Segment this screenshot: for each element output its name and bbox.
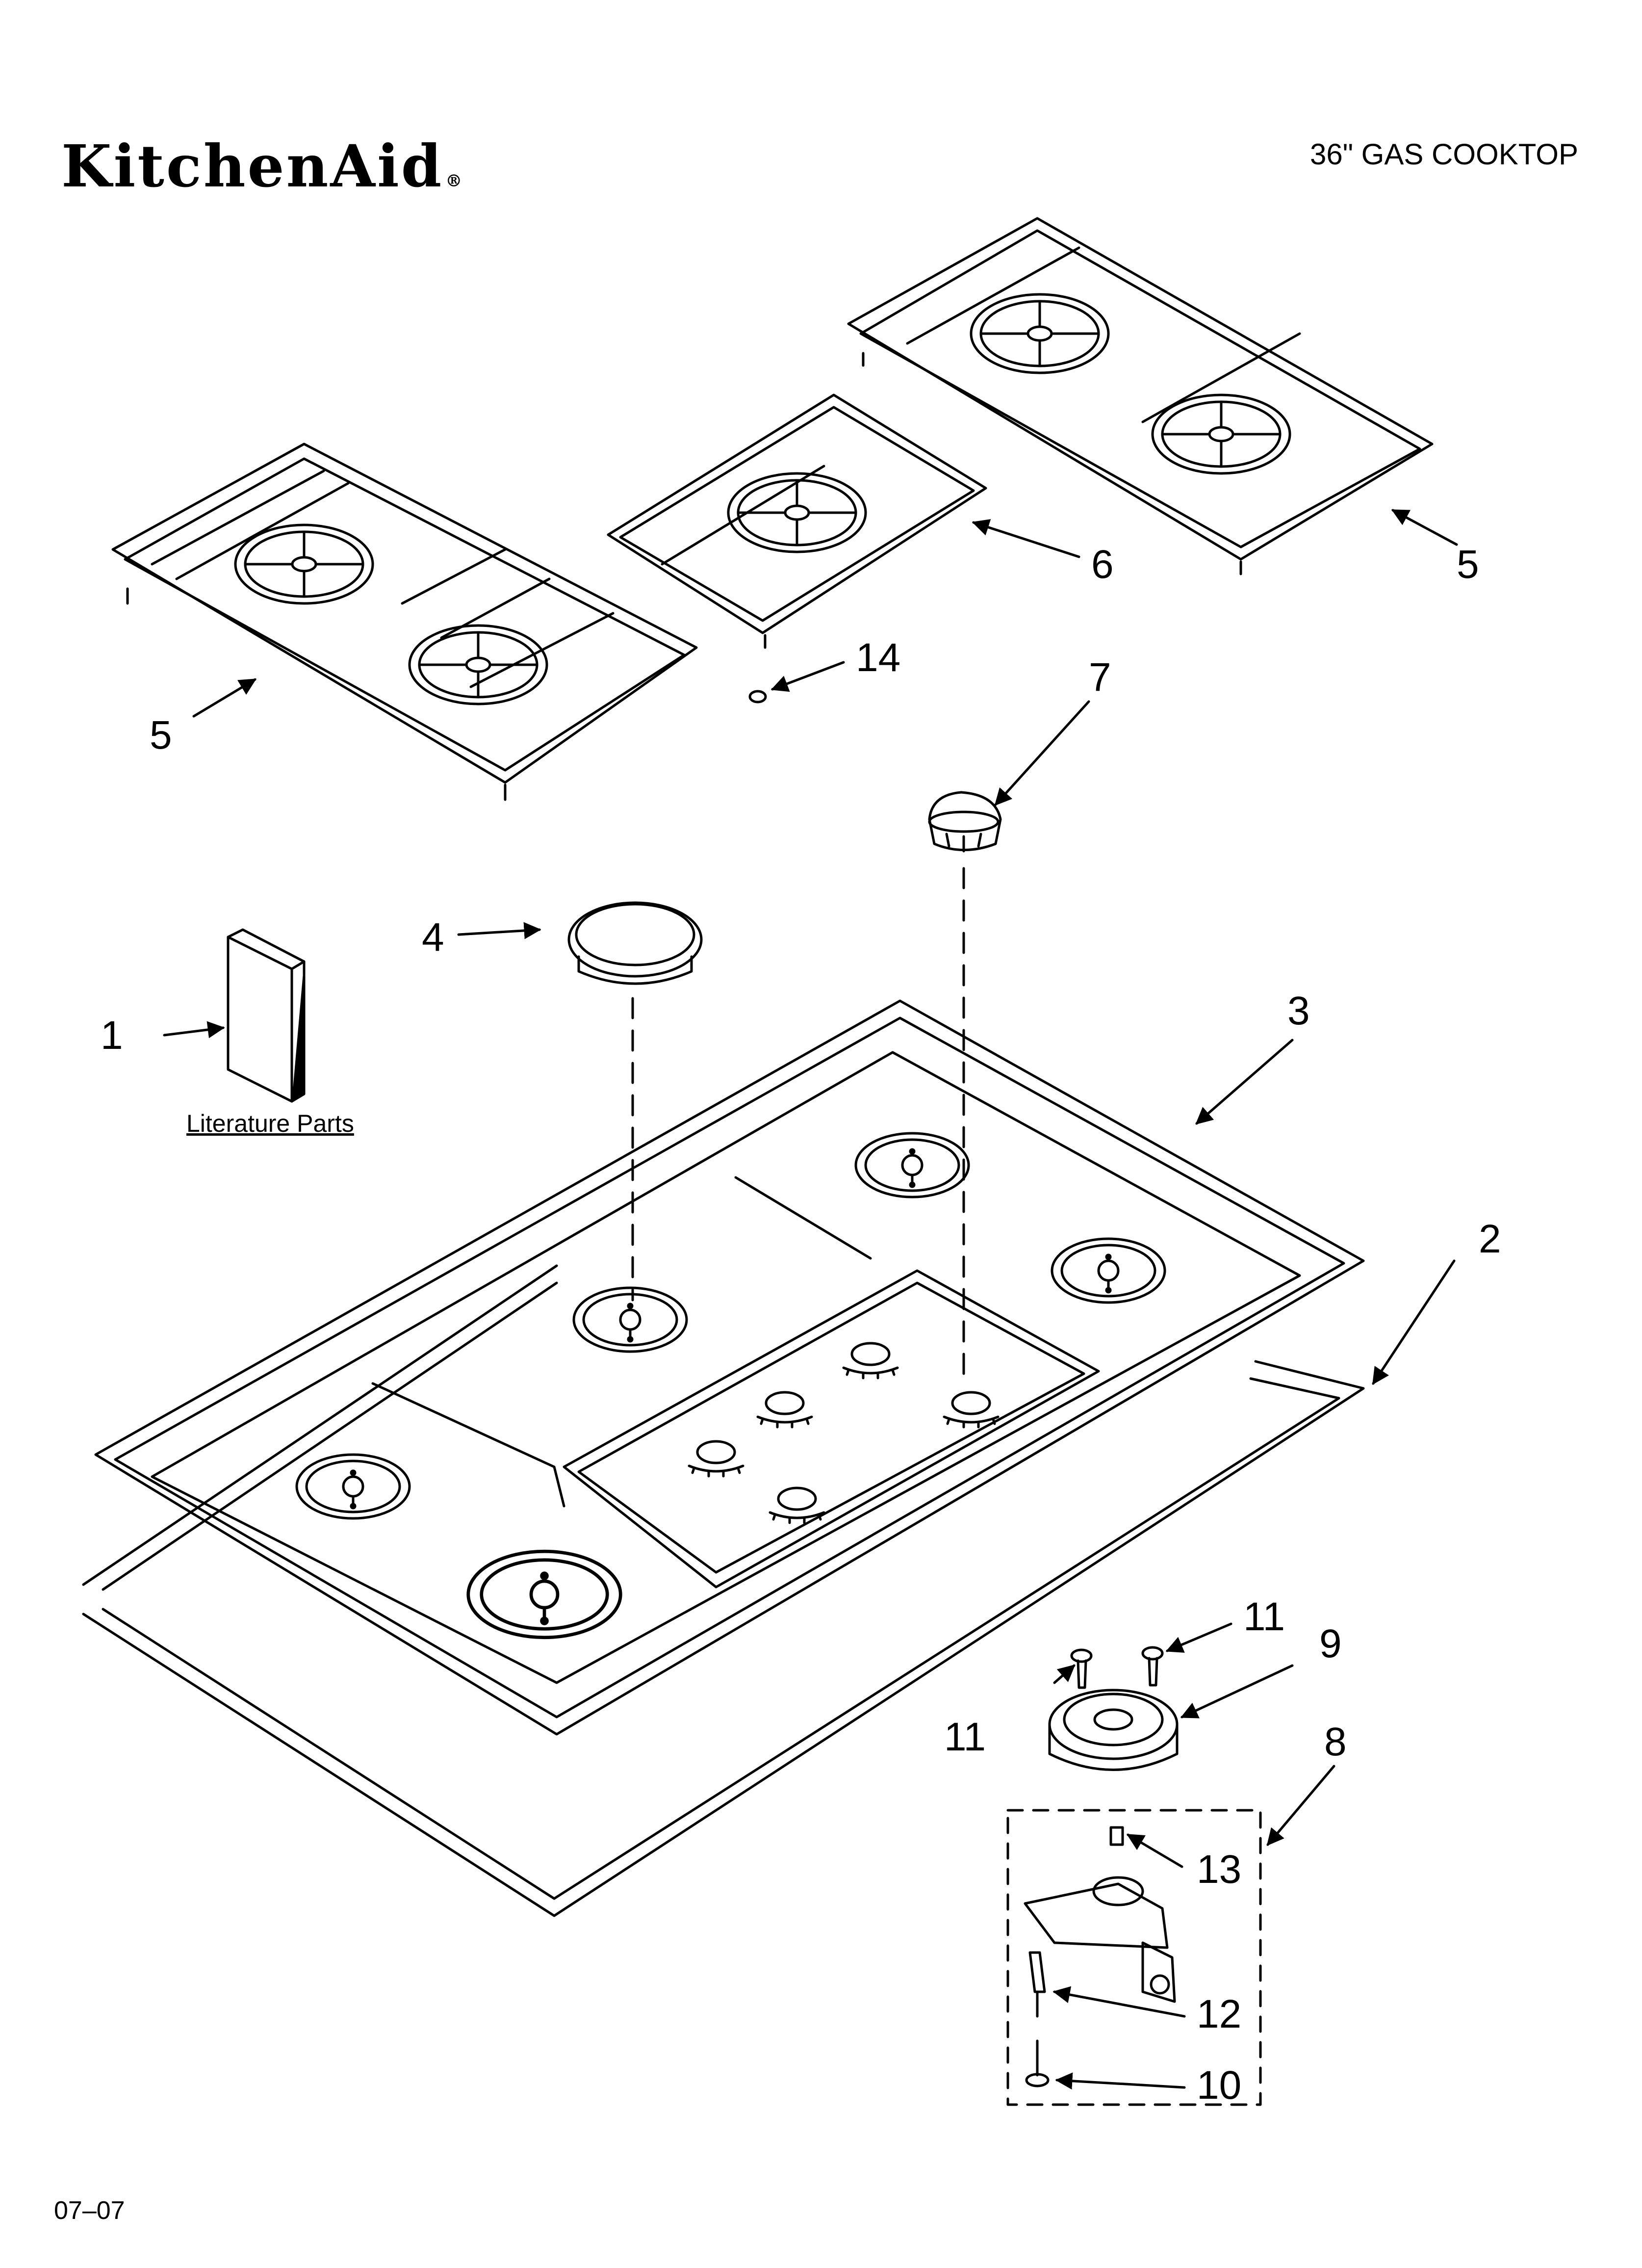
callout-11-right: 11: [1243, 1594, 1285, 1639]
cooktop-main: [94, 999, 1365, 1736]
valve-screw: [1025, 2039, 1050, 2087]
callout-10: 10: [1197, 2063, 1242, 2108]
callout-1: 1: [101, 1013, 123, 1058]
literature-parts-label: Literature Parts: [186, 1110, 354, 1137]
leader-11-left: [1053, 1664, 1076, 1684]
screw-left: [1070, 1648, 1093, 1689]
model-title: 36" GAS COOKTOP: [1309, 138, 1578, 171]
callout-8: 8: [1324, 1720, 1347, 1764]
callout-11-left: 11: [944, 1715, 986, 1759]
callout-5-right: 5: [1457, 542, 1479, 587]
brand-name: KitchenAid: [61, 132, 444, 200]
valve-assembly-box: [1006, 1809, 1262, 2106]
callout-9: 9: [1319, 1621, 1342, 1666]
callout-6: 6: [1091, 542, 1114, 587]
callout-5-left: 5: [150, 713, 172, 757]
burner-valve: [1024, 1826, 1176, 2003]
callout-13: 13: [1197, 1847, 1242, 1892]
leader-10: [1055, 2072, 1186, 2090]
plug: [748, 690, 767, 704]
callout-12: 12: [1197, 1992, 1242, 2036]
leader-8: [1266, 1765, 1335, 1846]
electrode: [1028, 1951, 1046, 2018]
leader-5-right: [1391, 509, 1458, 546]
grate-left: [111, 443, 698, 801]
callout-14: 14: [856, 635, 901, 680]
leader-5-left: [192, 678, 257, 718]
leader-1: [163, 1021, 225, 1039]
grate-right: [847, 217, 1434, 575]
callout-7: 7: [1089, 655, 1111, 700]
grate-center: [607, 393, 987, 649]
leader-3: [1195, 1039, 1294, 1125]
leader-11-right: [1165, 1622, 1232, 1653]
burner-base: [1048, 1689, 1179, 1771]
leader-9: [1180, 1664, 1294, 1719]
cooktop-gasket: [82, 1264, 1365, 1917]
leader-2: [1372, 1259, 1456, 1385]
callout-4: 4: [422, 915, 444, 960]
leader-4: [457, 922, 541, 939]
callout-2: 2: [1479, 1217, 1501, 1261]
date-code: 07–07: [54, 2196, 125, 2225]
leader-14: [770, 661, 845, 692]
burner-cap: [567, 901, 703, 985]
leader-7: [994, 700, 1090, 806]
brand-logo: KitchenAid®: [61, 137, 464, 195]
leader-12: [1052, 1986, 1186, 2018]
callout-3: 3: [1287, 989, 1310, 1033]
control-knob: [928, 791, 1002, 853]
registered-mark: ®: [445, 171, 464, 191]
literature-booklet: [227, 928, 306, 1103]
leader-6: [972, 519, 1080, 558]
leader-13: [1126, 1833, 1183, 1868]
screw-right: [1141, 1646, 1164, 1687]
